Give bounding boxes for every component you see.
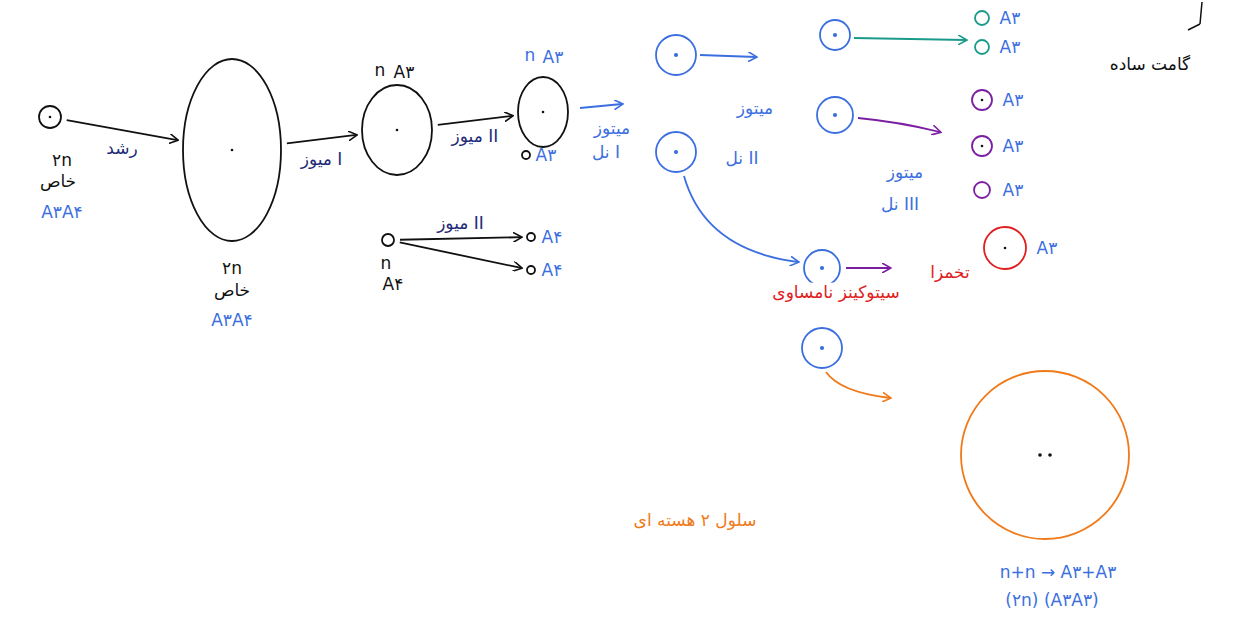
cell-label: A۳: [1000, 9, 1021, 28]
cell-outline: [960, 370, 1130, 540]
cell-node: n+n → A۳+A۳(۲n) (A۳A۳): [960, 370, 1130, 540]
edge-label: رشد: [104, 139, 139, 158]
cell-label: A۴: [542, 261, 563, 280]
note-label: نل III: [879, 195, 921, 214]
cell-label: A۳: [1000, 38, 1021, 57]
cell-label: ۲n: [222, 259, 242, 278]
cell-label: A۳: [1003, 137, 1024, 156]
cell-node: A۳: [983, 226, 1027, 270]
cell-label: A۳A۴: [41, 203, 83, 222]
note-label: میتوز: [592, 119, 632, 138]
cell-node: nA۳: [361, 84, 433, 176]
cell-node: nA۳: [517, 76, 569, 148]
cell-label: A۴: [542, 228, 563, 247]
cell-outline: [182, 58, 282, 242]
cell-outline: [381, 233, 395, 247]
cell-node: A۳: [974, 39, 990, 55]
arrow-connector: [287, 135, 356, 143]
cell-outline: [974, 39, 990, 55]
cell-label: A۳: [394, 63, 415, 82]
note-label: سلول ۲ هسته ای: [632, 511, 759, 530]
cell-outline: [971, 135, 993, 157]
cell-node: A۴: [526, 232, 536, 242]
cell-label: n: [525, 46, 536, 65]
cell-outline: [973, 181, 991, 199]
note-label: نل I: [590, 143, 622, 162]
cell-node: nA۴: [381, 233, 395, 247]
cell-label: ۲n: [52, 151, 72, 170]
cell-label: n: [381, 254, 392, 273]
arrow-connector: [400, 242, 521, 267]
cell-outline: [361, 84, 433, 176]
cell-label: خاص: [214, 281, 250, 300]
note-label: تخمزا: [928, 263, 972, 282]
cell-outline: [38, 105, 62, 129]
edge-label: میوز II: [435, 214, 486, 233]
cell-node: A۳: [971, 89, 993, 111]
cell-node: ۲nخاصA۳A۴: [38, 105, 62, 129]
note-label: میتوز: [885, 163, 925, 182]
cell-node: A۳: [973, 181, 991, 199]
cell-label: (۲n) (A۳A۳): [1005, 591, 1098, 610]
cell-label: خاص: [40, 172, 76, 191]
cell-outline: [974, 10, 990, 26]
cell-outline: [517, 76, 569, 148]
cell-outline: [983, 226, 1027, 270]
cell-node: A۳: [971, 135, 993, 157]
cell-outline: [971, 89, 993, 111]
cell-label: A۴: [383, 275, 404, 294]
cell-node: A۳: [974, 10, 990, 26]
cell-label: A۳: [536, 146, 557, 165]
cell-label: A۳A۴: [211, 311, 253, 330]
cell-label: A۳: [543, 48, 564, 67]
edge-label: میوز I: [299, 150, 345, 169]
note-label: میتوز: [735, 99, 775, 118]
arrow-connector: [438, 116, 512, 125]
cell-label: A۳: [1003, 181, 1024, 200]
cell-label: n: [375, 61, 386, 80]
cell-node: A۳: [521, 150, 531, 160]
cell-outline: [526, 265, 536, 275]
cell-label: A۳: [1037, 239, 1058, 258]
cell-outline: [521, 150, 531, 160]
note-label: نل II: [723, 149, 760, 168]
arrow-connector: [400, 237, 521, 240]
arrow-connector: [67, 120, 178, 140]
cell-node: ۲nخاصA۳A۴: [182, 58, 282, 242]
edge-label: میوز II: [450, 127, 501, 146]
note-label: سیتوکینز نامساوی: [770, 283, 901, 302]
cell-node: A۴: [526, 265, 536, 275]
cell-label: A۳: [1003, 91, 1024, 110]
cell-label: n+n → A۳+A۳: [1000, 563, 1117, 582]
note-label: گامت ساده: [1108, 55, 1192, 74]
cell-outline: [526, 232, 536, 242]
